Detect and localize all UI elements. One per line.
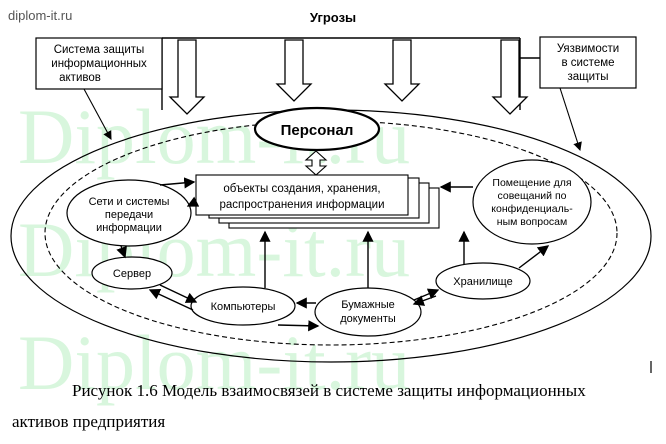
personnel-label: Персонал [281,122,354,139]
arrow-storage-to-docs [412,295,437,306]
paper-docs-line1: Бумажные [341,299,395,311]
objects-line1: объекты создания, хранения, [223,183,380,195]
paper-docs-node [314,287,422,337]
server-label: Сервер [113,268,151,280]
computers-label: Компьютеры [211,301,276,313]
protection-system-line3: активов [59,72,101,84]
caption-line-2: активов предприятия [12,412,166,431]
threat-arrow-3 [383,39,421,102]
arrow-docs-to-storage [413,288,440,301]
objects-line2: распространения информации [219,199,384,211]
objects-stack [195,174,440,229]
arrow-networks-to-objects [159,177,196,189]
networks-line1: Сети и системы [89,196,170,208]
threats-title: Угрозы [310,10,356,25]
arrow-computers-to-server [148,289,194,311]
threat-arrow-4 [491,39,529,115]
protection-system-line1: Система защиты [54,44,145,56]
inner-dashed-ellipse [44,120,618,346]
caption-line-1: Рисунок 1.6 Модель взаимосвязей в систем… [72,381,586,400]
protection-system-line2: информационных [51,58,147,70]
personnel-node [253,106,381,152]
networks-node [66,179,192,247]
arrow-server-to-computers [159,284,198,303]
arrow-computers-to-docs [277,320,320,332]
threat-arrow-2 [275,39,313,102]
arrow-networks-to-server [116,245,127,259]
premises-line1: Помещение для [492,177,571,189]
premises-line2: совещаний по [498,190,567,202]
vulnerabilities-pointer [559,87,582,152]
networks-line3: информации [96,222,162,234]
computers-node [190,286,296,326]
premises-node [472,159,592,245]
protection-system-box [35,37,163,90]
networks-line2: передачи [105,209,153,221]
vulnerabilities-box [539,36,637,89]
arrow-storage-to-premises [518,245,550,269]
storage-label: Хранилище [453,276,512,288]
vulnerabilities-line2: в системе [561,57,614,69]
paper-docs-line2: документы [340,313,396,325]
personnel-double-arrow [304,150,328,176]
premises-line4: ным вопросам [497,216,567,228]
vulnerabilities-line1: Уязвимости [557,43,619,55]
arrow-objects-to-networks [186,196,200,207]
threat-arrow-1 [168,39,206,115]
premises-line3: конфиденциаль- [491,203,573,215]
vulnerabilities-line3: защиты [567,71,608,83]
storage-node [435,262,531,300]
protection-system-pointer [83,88,112,140]
site-label: diplom-it.ru [8,8,73,23]
server-node [91,256,173,290]
